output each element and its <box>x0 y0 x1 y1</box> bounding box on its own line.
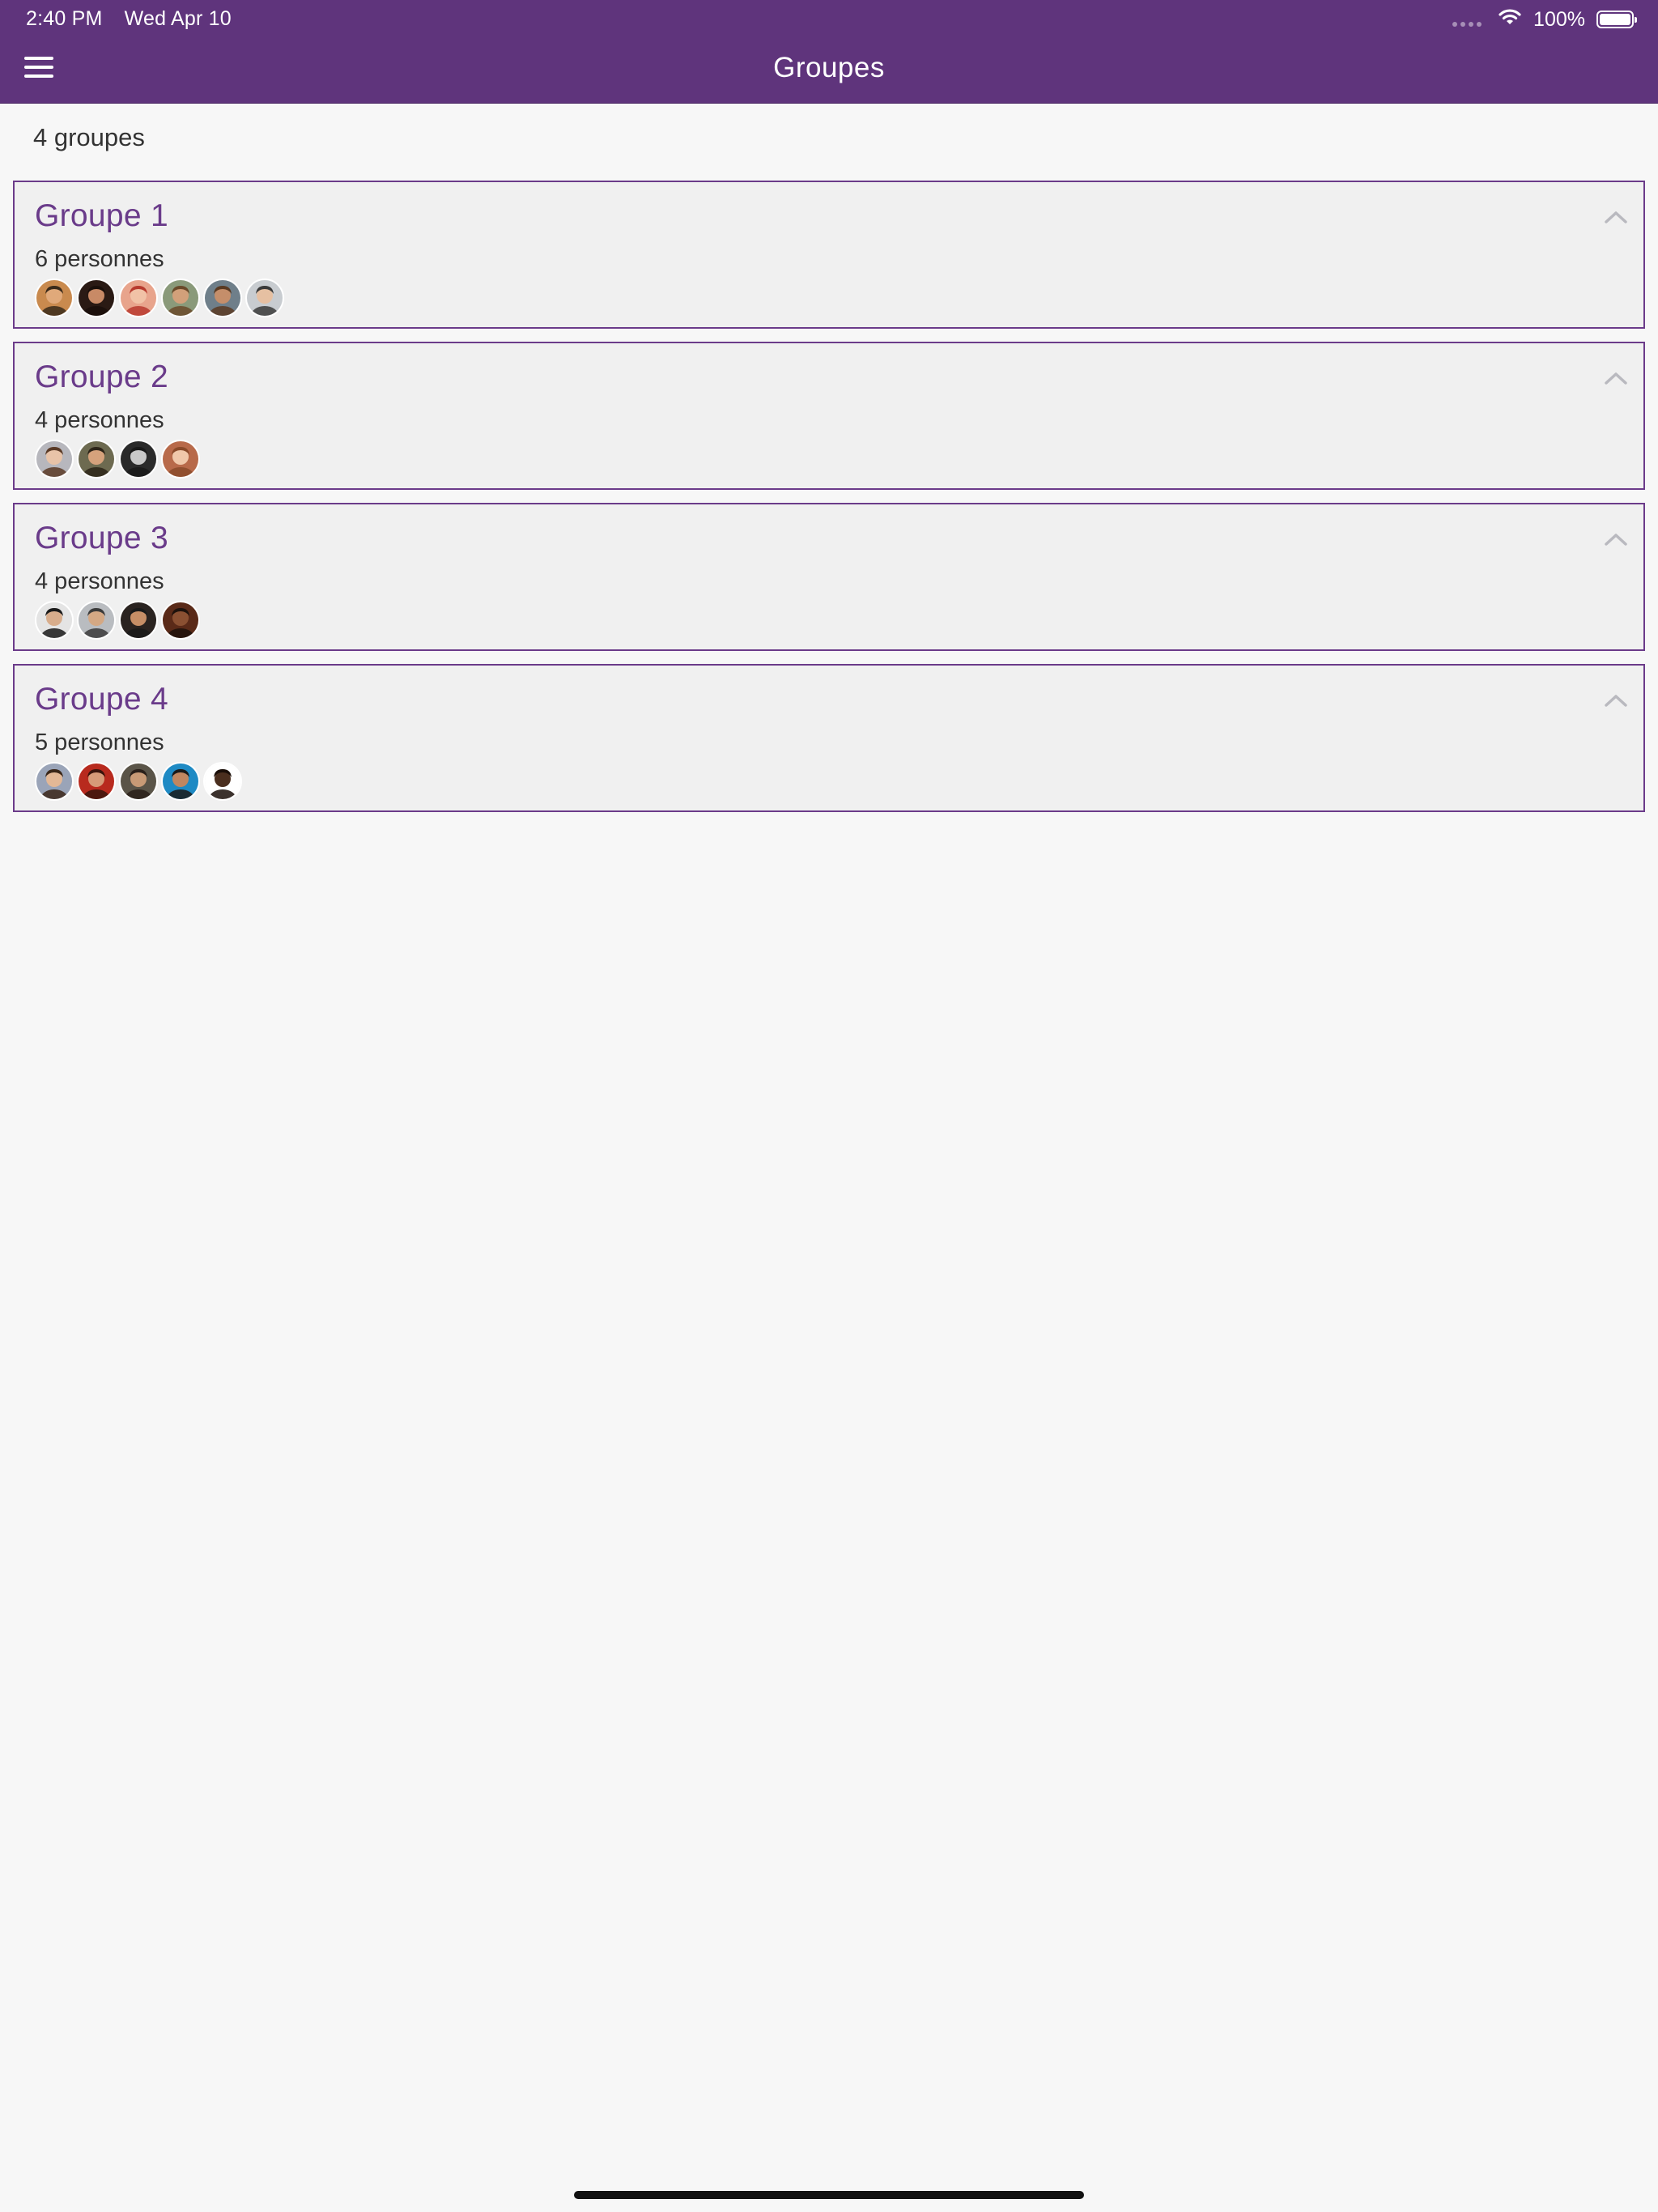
chevron-up-icon[interactable] <box>1600 688 1632 713</box>
cellular-signal-icon <box>1452 12 1482 27</box>
home-indicator <box>574 2191 1084 2199</box>
page-title: Groupes <box>773 52 885 83</box>
status-date: Wed Apr 10 <box>124 7 232 30</box>
status-bar: 2:40 PM Wed Apr 10 100% <box>0 0 1658 39</box>
avatar <box>35 762 74 801</box>
group-card[interactable]: Groupe 1 6 personnes <box>13 181 1645 329</box>
status-indicators: 100% <box>1452 5 1637 34</box>
member-avatars <box>35 762 245 801</box>
wifi-icon <box>1498 7 1522 32</box>
avatar <box>77 762 116 801</box>
avatar <box>119 762 158 801</box>
avatar <box>119 440 158 479</box>
member-avatars <box>35 601 203 640</box>
member-avatars <box>35 440 203 479</box>
avatar <box>161 762 200 801</box>
status-time: 2:40 PM <box>26 7 103 30</box>
group-title: Groupe 3 <box>35 521 169 555</box>
group-card[interactable]: Groupe 3 4 personnes <box>13 503 1645 651</box>
group-title: Groupe 2 <box>35 359 169 394</box>
avatar <box>35 601 74 640</box>
avatar <box>119 279 158 317</box>
battery-icon <box>1596 11 1637 28</box>
avatar <box>203 279 242 317</box>
group-member-count: 6 personnes <box>35 246 164 272</box>
avatar <box>161 440 200 479</box>
chevron-up-icon[interactable] <box>1600 527 1632 551</box>
group-title: Groupe 1 <box>35 198 169 233</box>
chevron-up-icon[interactable] <box>1600 205 1632 229</box>
avatar <box>77 440 116 479</box>
avatar <box>35 279 74 317</box>
battery-fill <box>1600 14 1630 25</box>
avatar <box>161 279 200 317</box>
group-card[interactable]: Groupe 4 5 personnes <box>13 664 1645 812</box>
group-member-count: 5 personnes <box>35 730 164 755</box>
navigation-bar: Groupes <box>0 39 1658 104</box>
avatar <box>203 762 242 801</box>
avatar <box>35 440 74 479</box>
avatar <box>77 279 116 317</box>
avatar <box>77 601 116 640</box>
group-title: Groupe 4 <box>35 682 169 717</box>
group-card[interactable]: Groupe 2 4 personnes <box>13 342 1645 490</box>
group-count: 4 groupes <box>33 123 145 151</box>
avatar <box>119 601 158 640</box>
member-avatars <box>35 279 287 317</box>
avatar <box>245 279 284 317</box>
avatar <box>161 601 200 640</box>
status-time-date: 2:40 PM Wed Apr 10 <box>26 7 248 31</box>
battery-percentage: 100% <box>1533 7 1585 31</box>
hamburger-menu-icon[interactable] <box>24 57 53 79</box>
group-member-count: 4 personnes <box>35 568 164 594</box>
group-member-count: 4 personnes <box>35 407 164 433</box>
chevron-up-icon[interactable] <box>1600 366 1632 390</box>
